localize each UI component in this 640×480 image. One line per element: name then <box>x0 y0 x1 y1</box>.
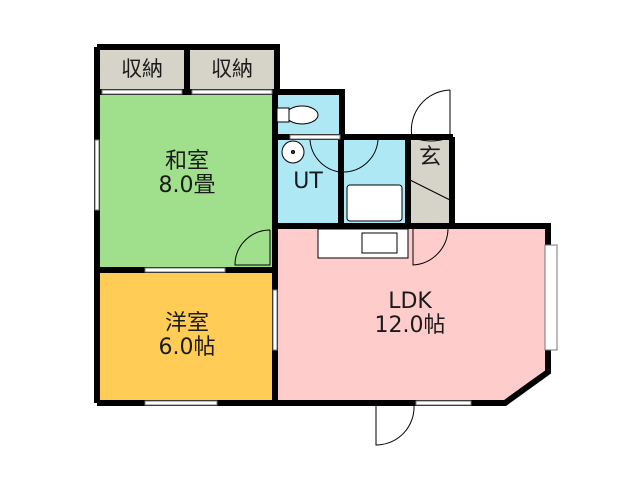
bathtub-icon <box>346 184 403 222</box>
washitsu-label: 和室 8.0畳 <box>158 149 216 199</box>
genkan-label: 玄 <box>418 145 441 170</box>
storage-right-label: 収納 <box>211 57 253 81</box>
fixtures <box>276 105 409 259</box>
toilet-icon <box>285 105 319 125</box>
windows <box>94 89 558 406</box>
ut-label: UT <box>293 169 323 194</box>
ldk-label: LDK 12.0帖 <box>374 289 446 339</box>
yoshitsu-fill <box>100 272 274 400</box>
ldk-fill <box>277 227 545 400</box>
storage-right-fill <box>190 50 274 92</box>
yoshitsu-label: 洋室 6.0帖 <box>158 311 216 361</box>
washitsu-fill <box>100 95 274 267</box>
storage-left-label: 収納 <box>121 57 163 81</box>
storage-left-fill <box>100 50 184 92</box>
genkan-fill <box>410 140 450 224</box>
sink-icon <box>361 232 398 254</box>
door-swings <box>234 89 451 446</box>
